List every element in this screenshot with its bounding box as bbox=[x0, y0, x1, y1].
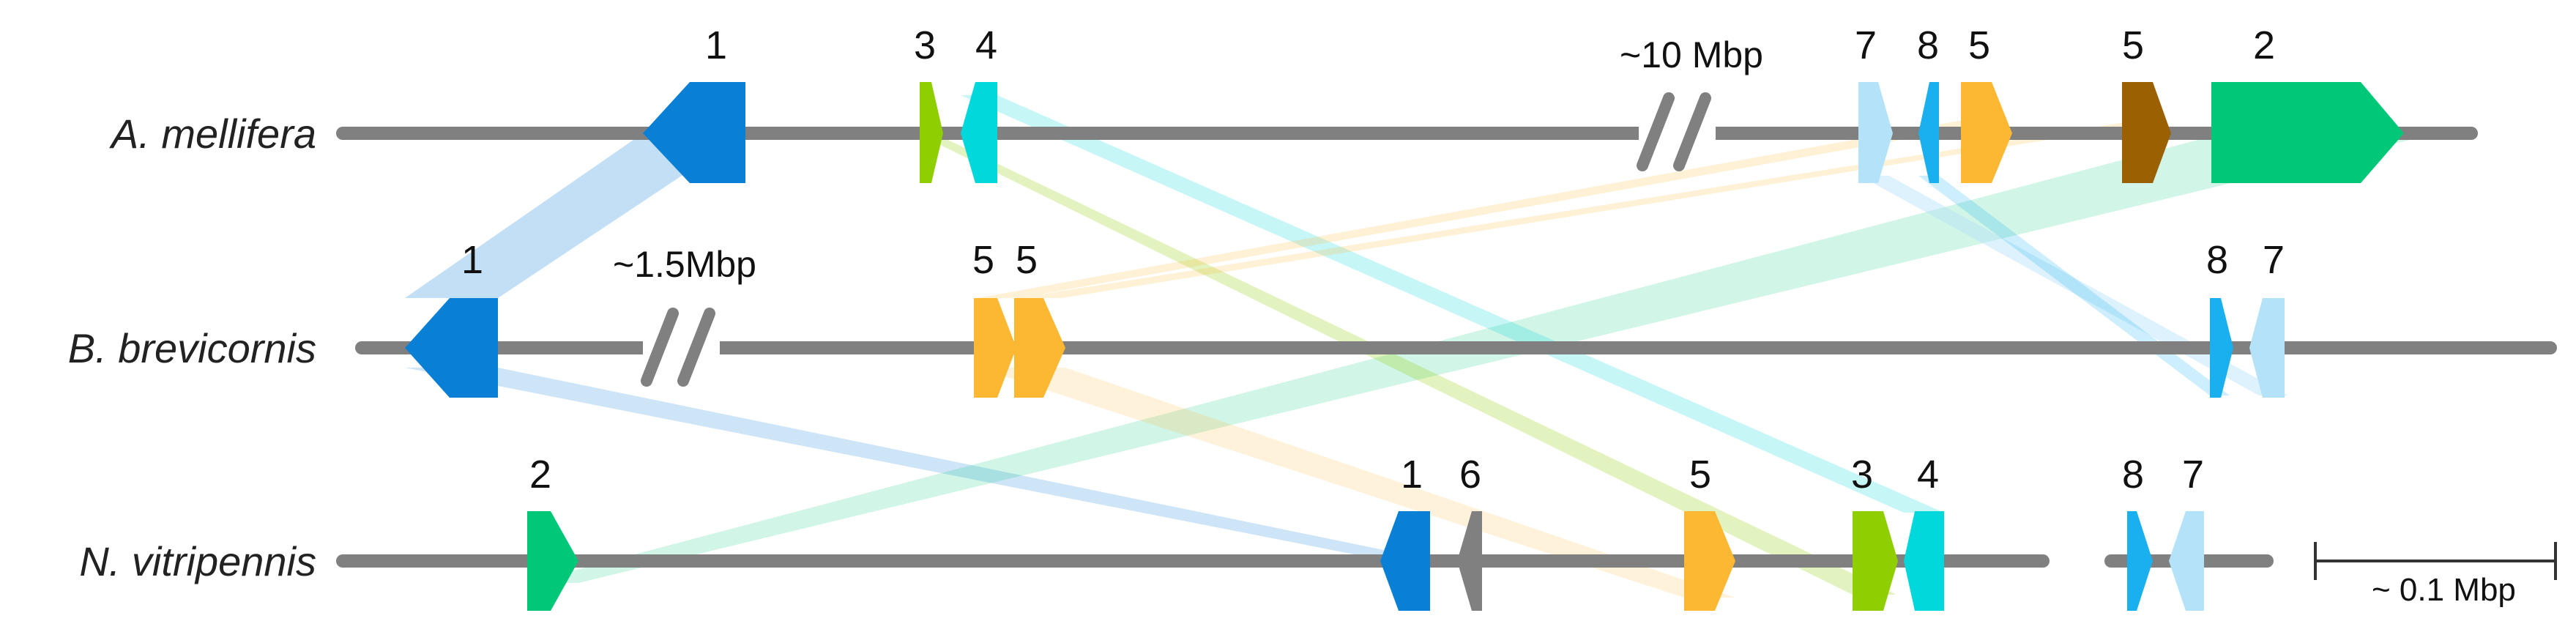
ribbon-gene-5-bb-am-b bbox=[978, 120, 2010, 298]
gene-label-nv-7: 7 bbox=[2182, 453, 2204, 497]
ribbon-gene-4-am-nv bbox=[961, 95, 1944, 513]
gene-label-am-3: 3 bbox=[914, 23, 936, 67]
gene-label-am-5b: 5 bbox=[2122, 23, 2144, 67]
nv-gene-4 bbox=[1904, 511, 1944, 611]
gene-label-nv-2: 2 bbox=[529, 453, 551, 497]
gene-labels: 1 3 4 7 8 5 5 2 1 5 5 8 7 2 1 6 5 3 4 8 … bbox=[461, 23, 2285, 497]
nv-gene-8 bbox=[2127, 511, 2153, 611]
ribbon-gene-1-bb-nv bbox=[405, 368, 1430, 560]
bb-gene-8 bbox=[2210, 298, 2233, 398]
bb-gene-7 bbox=[2249, 298, 2285, 398]
ribbon-gene-1-am-bb bbox=[405, 133, 745, 298]
nv-gene-1 bbox=[1380, 511, 1430, 611]
bb-gene-1 bbox=[405, 298, 498, 398]
bb-gene-5a bbox=[974, 298, 1016, 398]
am-gene-8 bbox=[1918, 82, 1939, 183]
gene-label-bb-5b: 5 bbox=[1016, 238, 1038, 282]
gene-label-nv-1: 1 bbox=[1401, 453, 1423, 497]
gap-label-a-mellifera: ~10 Mbp bbox=[1620, 34, 1763, 75]
nv-gene-6 bbox=[1457, 511, 1482, 611]
gap-break-slash-am-2 bbox=[1673, 92, 1711, 171]
scale-bar-label: ~ 0.1 Mbp bbox=[2372, 572, 2516, 608]
gene-label-am-2: 2 bbox=[2253, 23, 2275, 67]
genes-b-brevicornis bbox=[405, 298, 2285, 398]
am-gene-5a bbox=[1961, 82, 2012, 183]
ribbon-gene-8-am-bb bbox=[1918, 176, 2230, 395]
gap-break-slash-bb-2 bbox=[677, 308, 715, 387]
gene-label-nv-5: 5 bbox=[1689, 453, 1711, 497]
gene-label-am-5a: 5 bbox=[1968, 23, 1990, 67]
nv-gene-5 bbox=[1684, 511, 1735, 611]
species-label-n-vitripennis: N. vitripennis bbox=[79, 538, 316, 584]
genes-n-vitripennis bbox=[527, 511, 2204, 611]
gene-label-bb-7: 7 bbox=[2263, 238, 2285, 282]
am-gene-5b bbox=[2122, 82, 2171, 183]
ribbon-gene-7-am-bb bbox=[1860, 176, 2288, 395]
am-gene-2 bbox=[2211, 82, 2404, 183]
gene-label-am-4: 4 bbox=[975, 23, 997, 67]
gap-break-slash-bb-1 bbox=[641, 308, 679, 387]
species-label-b-brevicornis: B. brevicornis bbox=[68, 325, 316, 371]
nv-gene-2 bbox=[527, 511, 578, 611]
ribbon-gene-3-am-nv bbox=[920, 135, 1896, 595]
gap-breaks bbox=[641, 92, 1716, 387]
am-gene-4 bbox=[961, 82, 997, 183]
gene-label-am-7: 7 bbox=[1855, 23, 1877, 67]
gene-label-bb-8: 8 bbox=[2206, 238, 2228, 282]
genes-a-mellifera bbox=[643, 82, 2404, 183]
gap-labels: ~10 Mbp ~1.5Mbp bbox=[613, 34, 1763, 285]
gene-label-nv-4: 4 bbox=[1917, 453, 1939, 497]
nv-gene-3 bbox=[1853, 511, 1898, 611]
gene-label-am-1: 1 bbox=[705, 23, 727, 67]
ribbon-gene-2-am-nv bbox=[527, 135, 2431, 583]
gene-label-bb-5a: 5 bbox=[972, 238, 994, 282]
ribbon-gene-5-bb-nv bbox=[978, 368, 1735, 598]
gene-label-nv-8: 8 bbox=[2122, 453, 2144, 497]
gene-label-nv-6: 6 bbox=[1459, 453, 1481, 497]
bb-gene-5b bbox=[1014, 298, 1065, 398]
gap-label-b-brevicornis: ~1.5Mbp bbox=[613, 244, 756, 285]
gene-label-bb-1: 1 bbox=[461, 238, 483, 282]
am-gene-3 bbox=[920, 82, 943, 183]
gene-label-nv-3: 3 bbox=[1851, 453, 1873, 497]
am-gene-7 bbox=[1858, 82, 1893, 183]
gene-label-am-8: 8 bbox=[1917, 23, 1939, 67]
species-labels: A. mellifera B. brevicornis N. vitripenn… bbox=[68, 111, 316, 584]
nv-gene-7 bbox=[2169, 511, 2204, 611]
am-gene-1 bbox=[643, 82, 745, 183]
species-label-a-mellifera: A. mellifera bbox=[109, 111, 316, 157]
gap-break-slash-am-1 bbox=[1637, 92, 1675, 171]
scale-bar: ~ 0.1 Mbp bbox=[2314, 542, 2557, 608]
